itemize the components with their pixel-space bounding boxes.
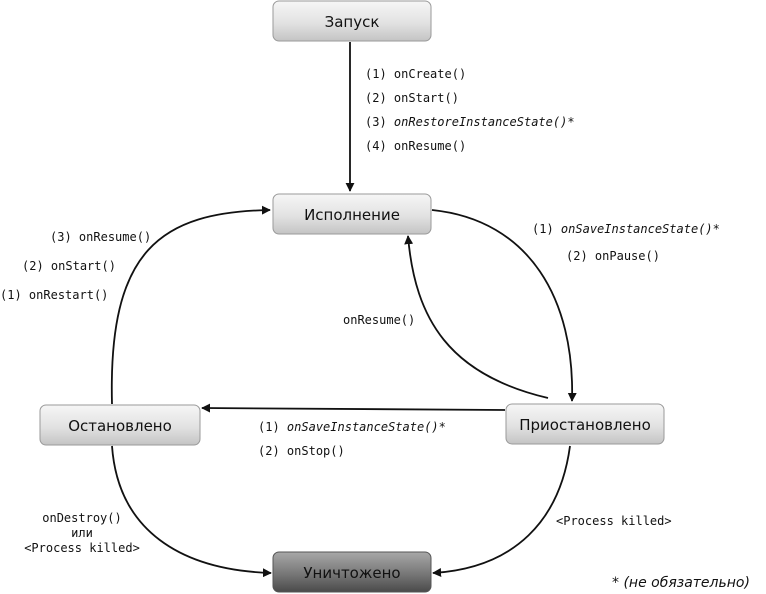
step-onsaveinstancestate: (1) onSaveInstanceState()* (532, 222, 720, 236)
step-onpause: (2) onPause() (566, 249, 660, 263)
step-onsaveinstancestate: (1) onSaveInstanceState()* (258, 420, 446, 434)
label-stopped-to-destroyed: onDestroy() или <Process killed> (24, 511, 140, 555)
state-stopped-label: Остановлено (68, 417, 172, 435)
edge-stopped-to-destroyed (111, 445, 272, 578)
step-ondestroy: onDestroy() (42, 511, 121, 525)
edge-paused-to-destroyed (432, 445, 571, 577)
step-onrestart: (1) onRestart() (0, 288, 108, 302)
label-paused-to-running: onResume() (343, 313, 415, 327)
label-paused-to-stopped: (1) onSaveInstanceState()* (2) onStop() (258, 420, 446, 458)
step-onresume: (4) onResume() (365, 139, 466, 153)
edge-paused-to-stopped (201, 403, 506, 413)
step-oncreate: (1) onCreate() (365, 67, 466, 81)
step-process-killed: <Process killed> (24, 541, 140, 555)
state-destroyed: Уничтожено (272, 551, 432, 593)
state-paused: Приостановлено (505, 403, 665, 445)
step-onstop: (2) onStop() (258, 444, 345, 458)
state-launch: Запуск (272, 0, 432, 42)
step-onstart: (2) onStart() (365, 91, 459, 105)
footnote: * (не обязательно) (612, 575, 750, 591)
state-destroyed-label: Уничтожено (303, 564, 400, 582)
state-running-label: Исполнение (304, 206, 400, 224)
state-running: Исполнение (272, 193, 432, 235)
label-paused-to-destroyed: <Process killed> (556, 514, 672, 528)
label-launch-to-running: (1) onCreate() (2) onStart() (3) onResto… (365, 67, 575, 153)
state-launch-label: Запуск (325, 13, 380, 31)
step-onresume: (3) onResume() (50, 230, 151, 244)
step-onstart: (2) onStart() (22, 259, 116, 273)
label-running-to-paused: (1) onSaveInstanceState()* (2) onPause() (532, 222, 720, 263)
step-onrestoreinstancestate: (3) onRestoreInstanceState()* (365, 115, 575, 129)
edge-running-to-paused (431, 209, 577, 402)
edge-stopped-to-running (110, 205, 271, 405)
state-paused-label: Приостановлено (519, 416, 651, 434)
state-stopped: Остановлено (39, 404, 201, 446)
edge-paused-to-running (404, 235, 549, 399)
step-or: или (71, 526, 93, 540)
label-stopped-to-running: (3) onResume() (2) onStart() (1) onResta… (0, 230, 151, 302)
